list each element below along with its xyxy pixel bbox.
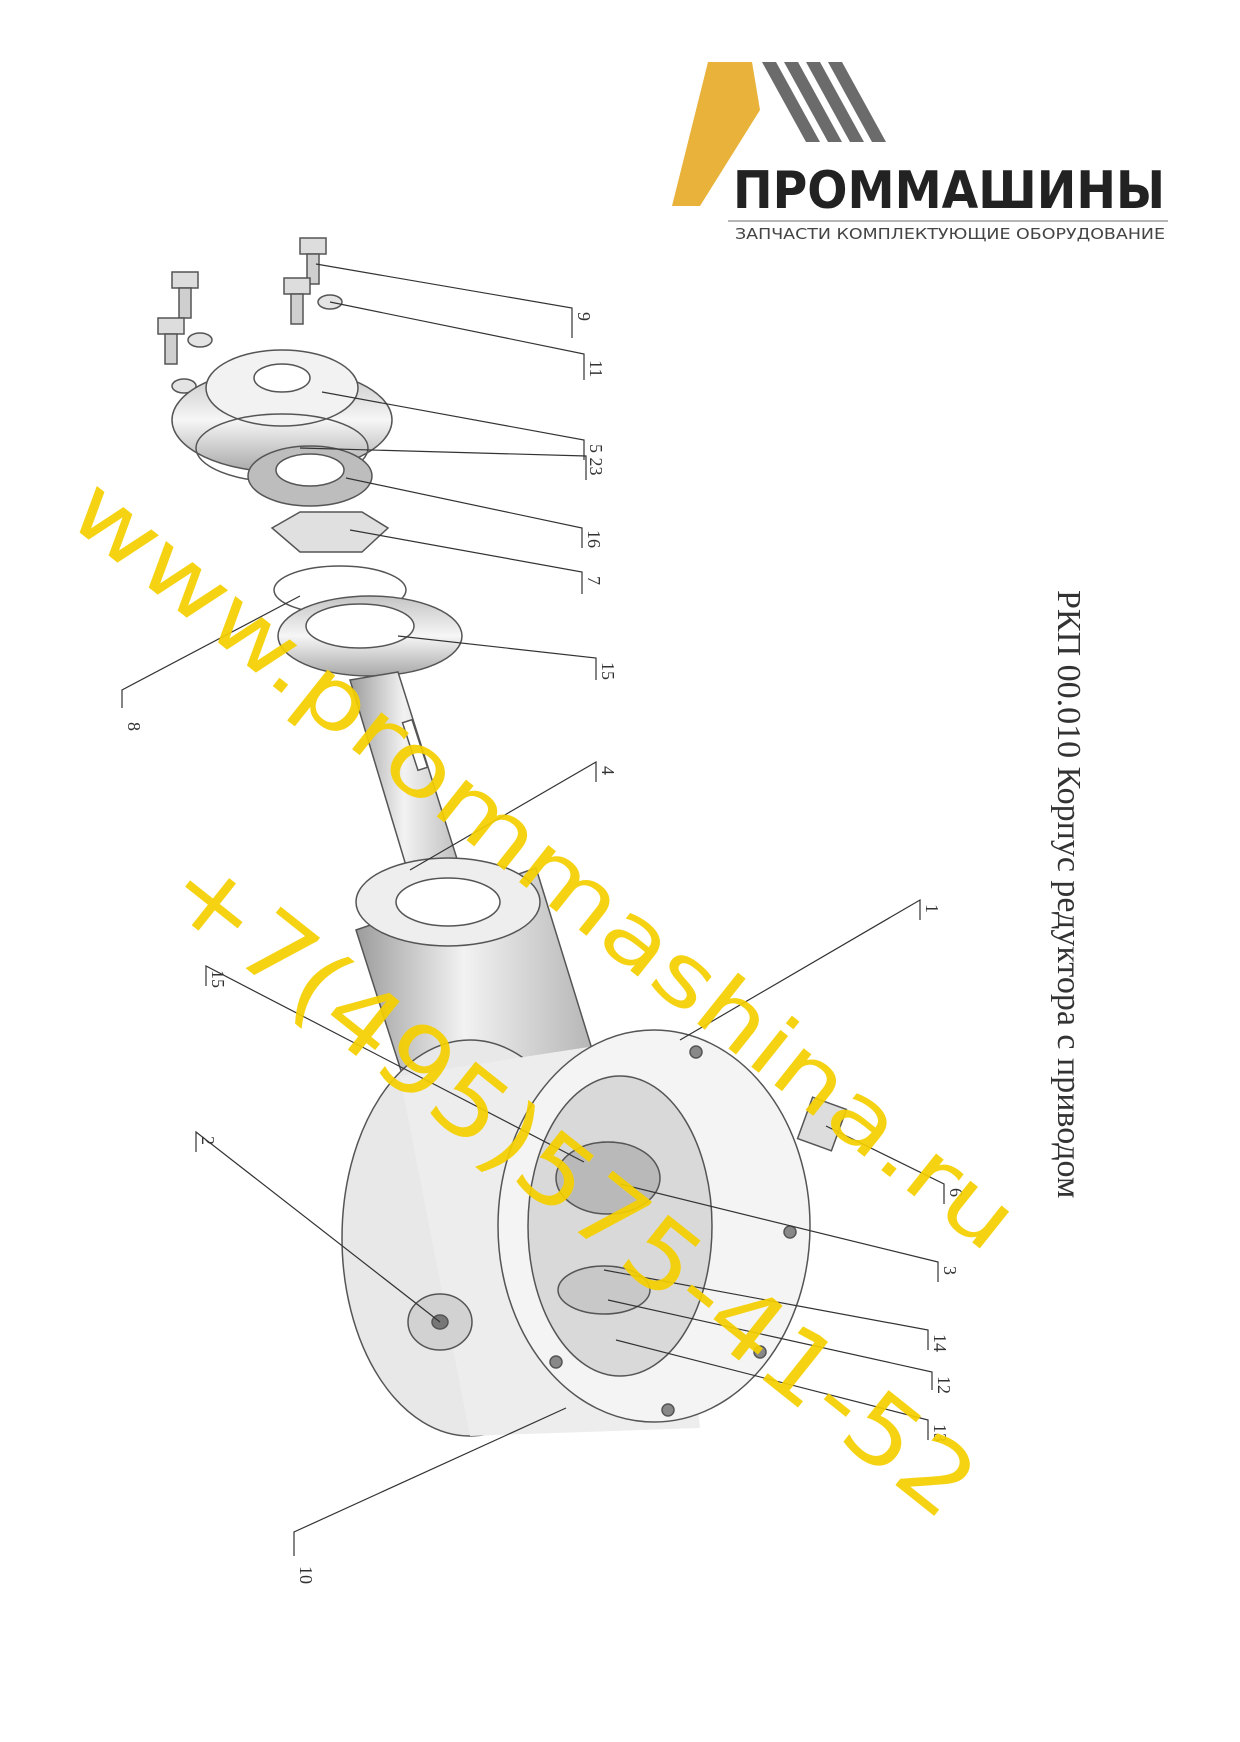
- seal-inner: [275, 453, 345, 487]
- bolt-hole: [783, 1225, 797, 1239]
- logo-stripe: [806, 62, 864, 142]
- bolt-hole: [549, 1355, 563, 1369]
- logo-brand-name: ПРОММАШИНЫ: [733, 161, 1165, 221]
- callout-15-top: 15: [598, 662, 618, 680]
- gearbox-illustration: [157, 237, 848, 1437]
- callout-16: 16: [584, 530, 604, 548]
- callout-12: 12: [934, 1376, 954, 1394]
- callout-11: 11: [586, 360, 606, 377]
- logo-stripe: [784, 62, 842, 142]
- callout-numbers: 9 11 5 23 16 7 15 8 4 1 15 2 6 3 14 12 1…: [124, 312, 966, 1584]
- bevel-gear: [555, 1141, 661, 1215]
- nut: [270, 511, 390, 553]
- bolt: [299, 237, 327, 285]
- callout-13: 13: [930, 1424, 950, 1442]
- washer: [187, 332, 213, 348]
- callout-4: 4: [598, 766, 618, 775]
- callout-5-23: 5 23: [586, 444, 606, 476]
- bolt-hole: [661, 1403, 675, 1417]
- leader-lines: [121, 263, 945, 1556]
- company-logo: ПРОММАШИНЫ ЗАПЧАСТИ КОМПЛЕКТУЮЩИЕ ОБОРУД…: [672, 62, 1168, 243]
- bolt-hole: [753, 1345, 767, 1359]
- washer: [171, 378, 197, 394]
- callout-10: 10: [296, 1566, 316, 1584]
- bolt: [283, 277, 311, 325]
- logo-stripe: [828, 62, 886, 142]
- flange-cover-hole: [253, 363, 311, 393]
- bearing-inner: [305, 603, 415, 649]
- bolt: [157, 317, 185, 365]
- callout-3: 3: [940, 1266, 960, 1275]
- callout-1: 1: [922, 904, 942, 913]
- callout-15-left: 15: [208, 970, 228, 988]
- callout-8: 8: [124, 722, 144, 731]
- bolt-hole: [689, 1045, 703, 1059]
- callout-7: 7: [584, 576, 604, 585]
- drain-plug: [796, 1096, 848, 1152]
- logo-tagline: ЗАПЧАСТИ КОМПЛЕКТУЮЩИЕ ОБОРУДОВАНИЕ: [735, 225, 1165, 243]
- housing-sleeve-bore: [395, 877, 501, 927]
- callout-2: 2: [198, 1136, 218, 1145]
- logo-stripe: [762, 62, 820, 142]
- document-title: РКП 00.010 Корпус редуктора с приводом: [1050, 590, 1087, 1198]
- callout-9: 9: [574, 312, 594, 321]
- logo-triangle-fill: [700, 62, 760, 206]
- callout-6: 6: [946, 1188, 966, 1197]
- callout-14: 14: [930, 1334, 950, 1352]
- shaft-key: [401, 718, 429, 772]
- gear-ring: [557, 1265, 651, 1315]
- bolt: [171, 271, 199, 319]
